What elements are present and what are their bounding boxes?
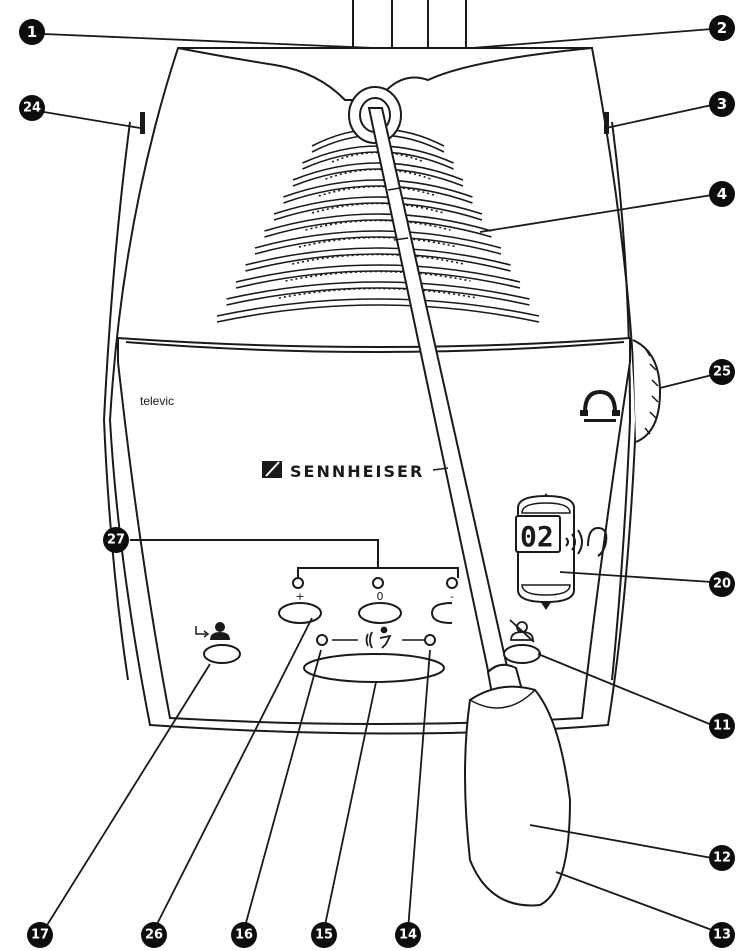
volume-plus-led [292, 577, 304, 589]
grille-dots [292, 253, 464, 265]
svg-text:2: 2 [717, 19, 727, 37]
volume-minus-button[interactable] [430, 602, 453, 624]
next-speaker-icon [195, 622, 230, 640]
channel-down-button[interactable] [521, 584, 571, 596]
volume-plus-label: + [295, 590, 304, 603]
speak-led-right [424, 634, 436, 646]
svg-text:4: 4 [717, 185, 727, 203]
callout-3: 3 [709, 91, 735, 117]
svg-text:26: 26 [145, 928, 163, 943]
grille-dots [311, 202, 445, 214]
svg-text:3: 3 [717, 95, 727, 113]
svg-text:25: 25 [713, 365, 731, 380]
device-body [102, 47, 638, 735]
callout-1: 1 [19, 19, 45, 45]
volume-controls: + 0 - [130, 539, 459, 624]
microphone [348, 86, 572, 907]
channel-up-button[interactable] [521, 502, 571, 514]
grille-arc [245, 247, 511, 266]
grille-arc [235, 270, 521, 289]
speak-section [303, 626, 445, 683]
grille-arc [235, 264, 521, 283]
volume-zero-label: 0 [377, 590, 384, 603]
mute-person-icon [509, 619, 535, 643]
callout-11: 11 [709, 713, 735, 739]
grille-arc [216, 298, 540, 317]
callout-14: 14 [395, 922, 421, 948]
grille-dots [318, 185, 438, 197]
grille-arc [226, 281, 530, 300]
headphone-icon [583, 389, 617, 413]
gooseneck-top-stems [352, 0, 467, 48]
speaker-grille [216, 128, 540, 323]
callout-17: 17 [27, 922, 53, 948]
svg-text:15: 15 [315, 928, 333, 943]
svg-text:1: 1 [27, 23, 37, 41]
callout-25: 25 [709, 359, 735, 385]
left-connector-slot [140, 112, 145, 134]
svg-text:17: 17 [31, 928, 49, 943]
next-speaker-control [195, 622, 241, 664]
svg-text:14: 14 [399, 928, 417, 943]
down-arrow-icon[interactable] [540, 601, 552, 610]
channel-selector: 02 [515, 493, 608, 610]
callout-16: 16 [231, 922, 257, 948]
grille-arc [292, 168, 464, 187]
right-connector-slot [604, 112, 609, 134]
svg-text:20: 20 [713, 577, 731, 592]
grille-dots [325, 168, 431, 180]
volume-plus-button[interactable] [278, 602, 322, 624]
svg-text:SENNHEISER: SENNHEISER [290, 462, 424, 481]
callout-15: 15 [311, 922, 337, 948]
callout-20: 20 [709, 571, 735, 597]
callout-4: 4 [709, 181, 735, 207]
callout-24: 24 [19, 95, 45, 121]
grille-arc [283, 179, 473, 198]
volume-minus-label: - [450, 590, 454, 603]
channel-display: 02 [520, 520, 554, 553]
speaker-icon [365, 626, 392, 649]
grille-arc [254, 230, 502, 249]
grille-arc [226, 287, 530, 306]
mute-button[interactable] [503, 644, 541, 664]
grille-arc [264, 219, 492, 238]
callout-13: 13 [709, 922, 735, 948]
grille-arc [216, 304, 540, 323]
callout-2: 2 [709, 15, 735, 41]
grille-arc [273, 196, 483, 215]
volume-knob[interactable] [632, 339, 662, 443]
svg-text:24: 24 [23, 101, 41, 116]
svg-text:13: 13 [713, 928, 731, 943]
callout-12: 12 [709, 845, 735, 871]
svg-text:16: 16 [235, 928, 253, 943]
volume-minus-led [446, 577, 458, 589]
maker-label: televic [140, 394, 174, 408]
leader-lines [43, 28, 713, 931]
next-speaker-button[interactable] [203, 644, 241, 664]
callout-27: 27 [103, 527, 129, 553]
brand-logo: SENNHEISER [262, 461, 424, 481]
grille-arc [264, 213, 492, 232]
svg-text:11: 11 [713, 719, 731, 734]
volume-zero-button[interactable] [358, 602, 402, 624]
callout-26: 26 [141, 922, 167, 948]
svg-text:12: 12 [713, 851, 731, 866]
grille-arc [254, 236, 502, 255]
speak-button[interactable] [303, 653, 445, 683]
speak-led-left [316, 634, 328, 646]
grille-dots [298, 236, 458, 248]
ear-icon [565, 526, 608, 557]
svg-text:27: 27 [107, 533, 125, 548]
volume-zero-led [372, 577, 384, 589]
grille-arc [292, 162, 464, 181]
